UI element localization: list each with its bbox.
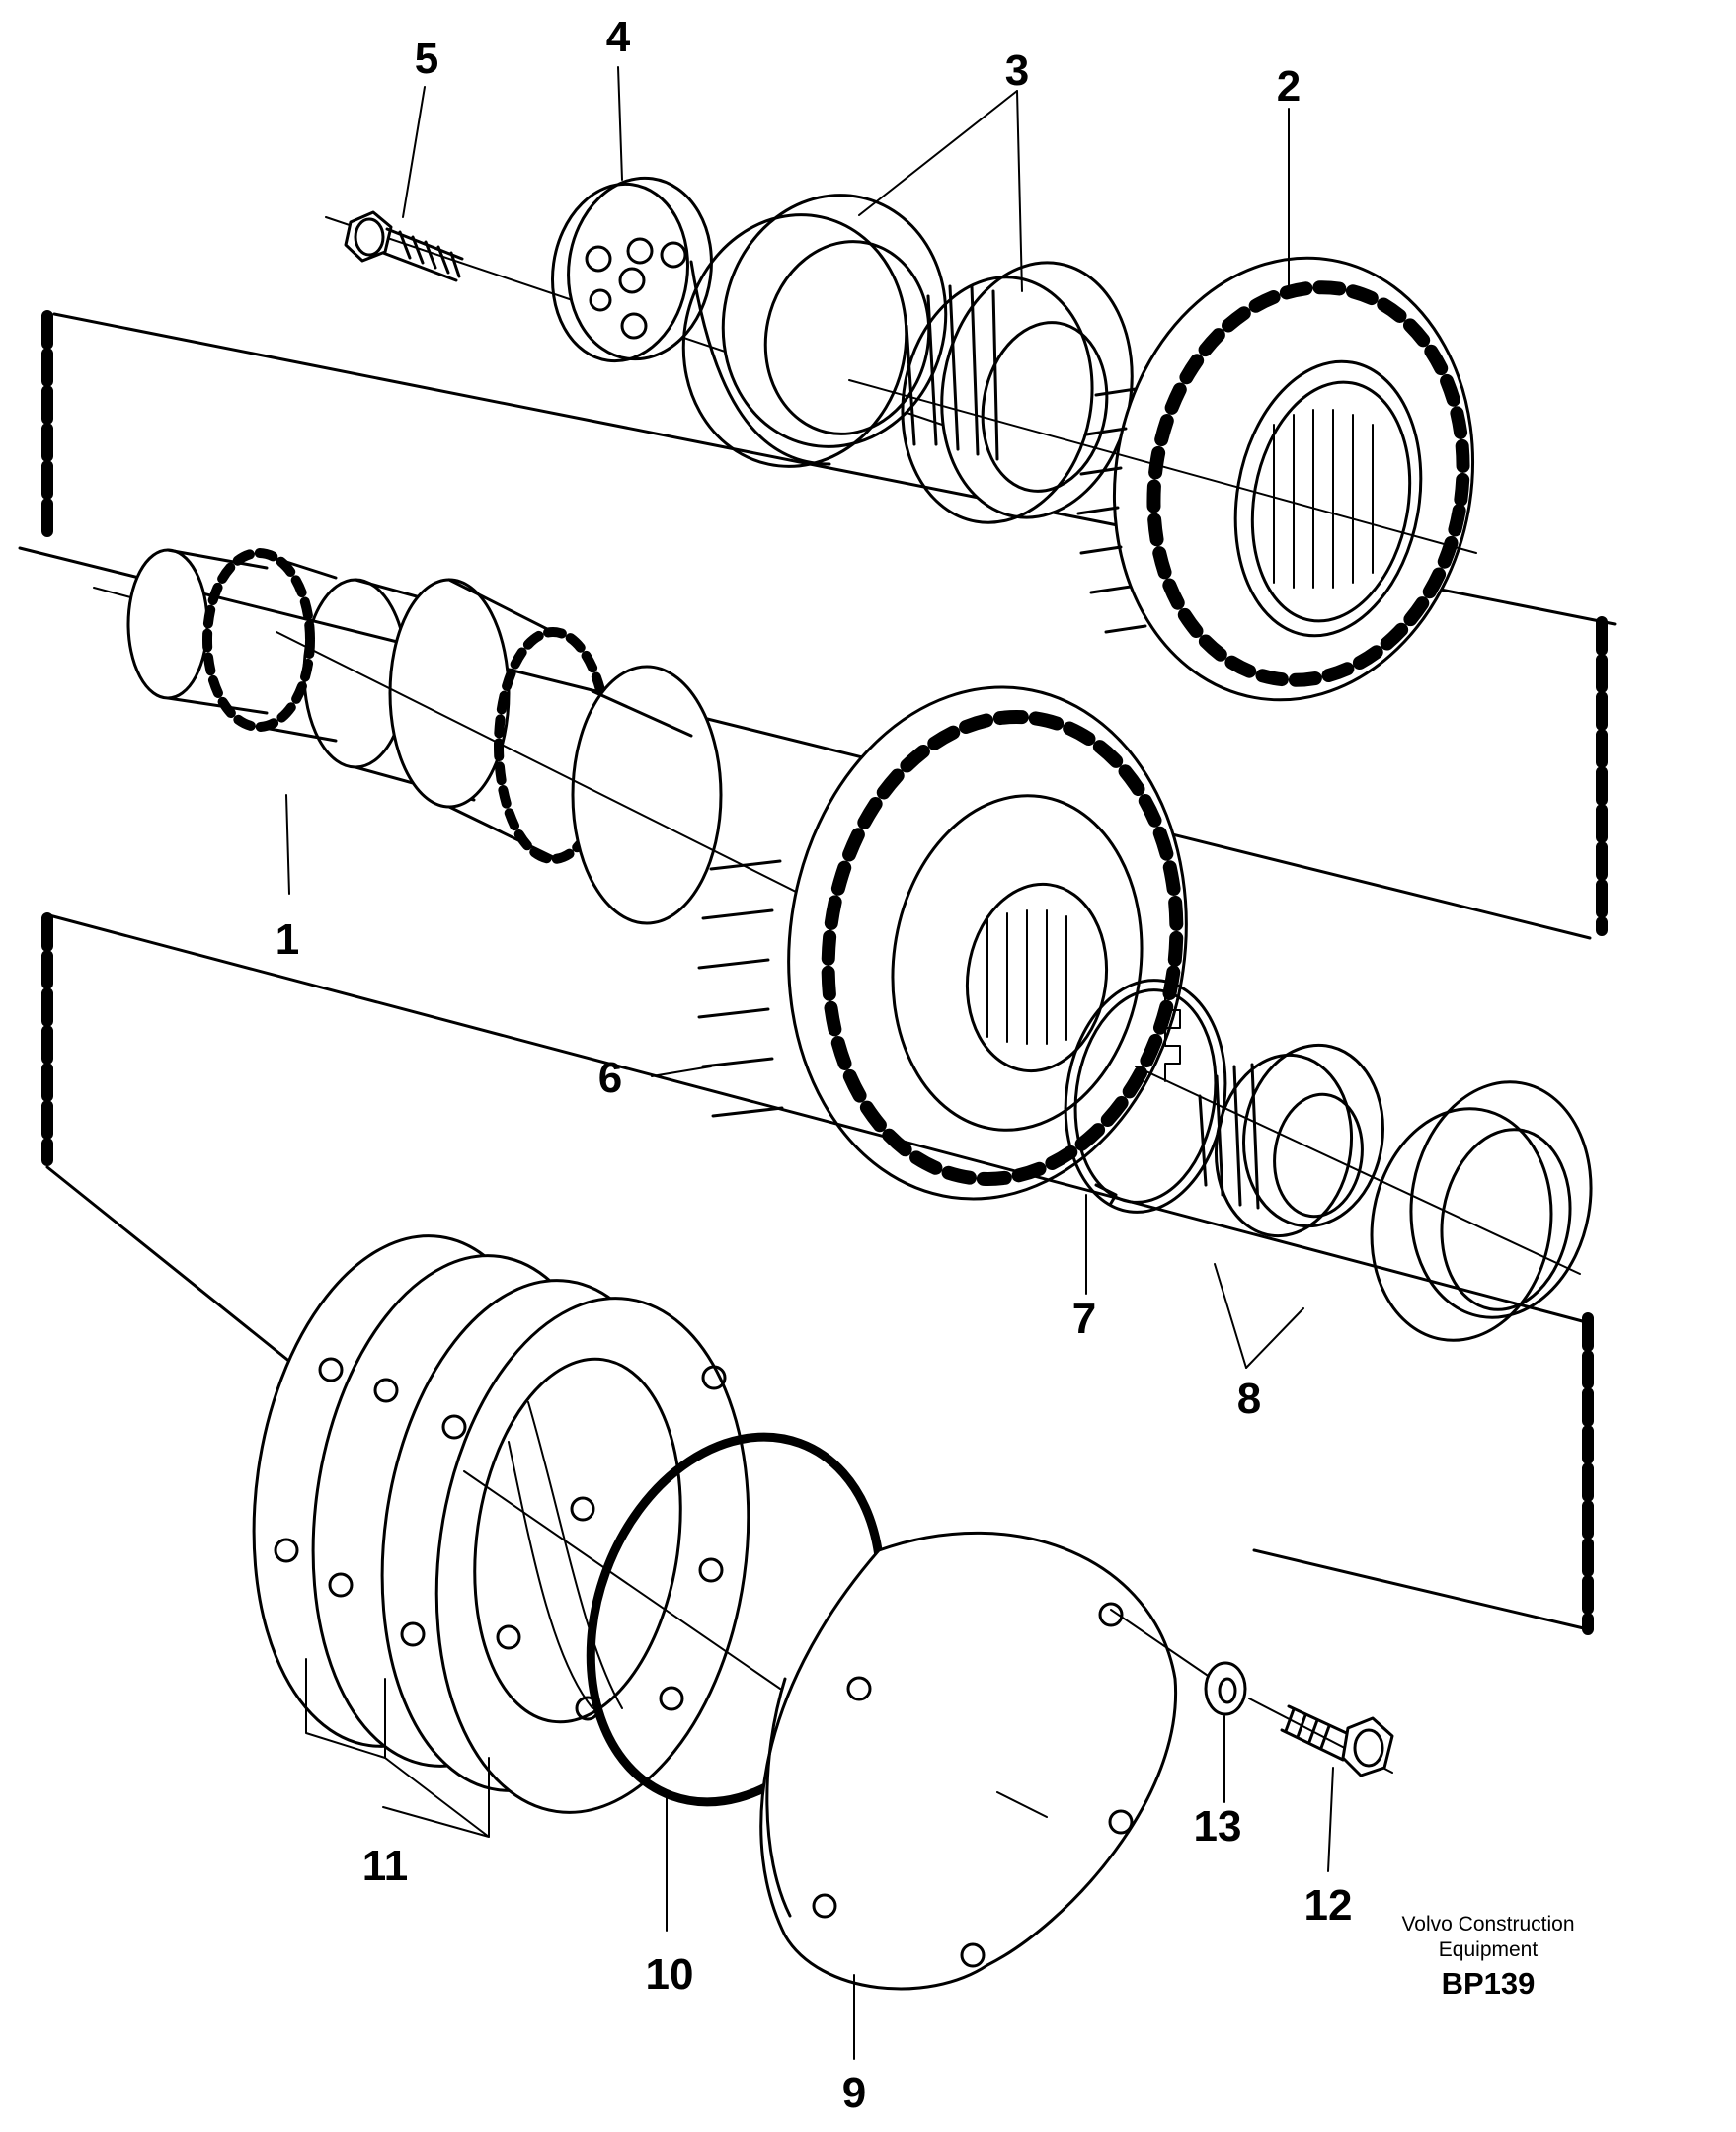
- callout-8: 8: [1236, 1375, 1262, 1423]
- callout-1: 1: [275, 915, 300, 964]
- callout-2: 2: [1276, 62, 1302, 111]
- flange-part-11: [252, 1234, 781, 1814]
- callout-7: 7: [1071, 1295, 1097, 1343]
- callout-9: 9: [841, 2069, 867, 2117]
- gear-part-6: [697, 685, 1188, 1201]
- callout-13: 13: [1193, 1802, 1242, 1851]
- lower-subassembly-frame: [41, 912, 1594, 1635]
- callout-4: 4: [605, 13, 631, 61]
- callout-5: 5: [414, 35, 439, 83]
- tapered-roller-bearing-part-8: [1198, 1043, 1384, 1238]
- bolt-part-12: [1248, 1698, 1394, 1777]
- callout-11: 11: [361, 1842, 409, 1890]
- tapered-roller-bearing-part-3: [901, 261, 1134, 524]
- plate-part-4: [551, 176, 713, 363]
- footer-line-1: Volvo Construction: [1401, 1913, 1575, 1935]
- callout-3: 3: [1004, 46, 1030, 95]
- figure-footer: Volvo Construction Equipment BP139: [1401, 1912, 1574, 2003]
- callout-12: 12: [1303, 1881, 1353, 1930]
- figure-code: BP139: [1441, 1966, 1536, 2001]
- washer-part-13: [1204, 1661, 1247, 1716]
- footer-line-2: Equipment: [1438, 1938, 1539, 1961]
- cover-part-9: [759, 1531, 1221, 1991]
- leader-lines: [285, 66, 1334, 2060]
- callout-10: 10: [645, 1950, 694, 1999]
- bearing-cup-part-8: [1135, 1066, 1593, 1342]
- callout-6: 6: [597, 1054, 623, 1102]
- gear-part-2: [848, 256, 1477, 702]
- shaft-part-1: [93, 548, 1107, 1048]
- leader-bracket-11: [305, 1658, 490, 1838]
- bearing-cup-part-3: [681, 194, 948, 468]
